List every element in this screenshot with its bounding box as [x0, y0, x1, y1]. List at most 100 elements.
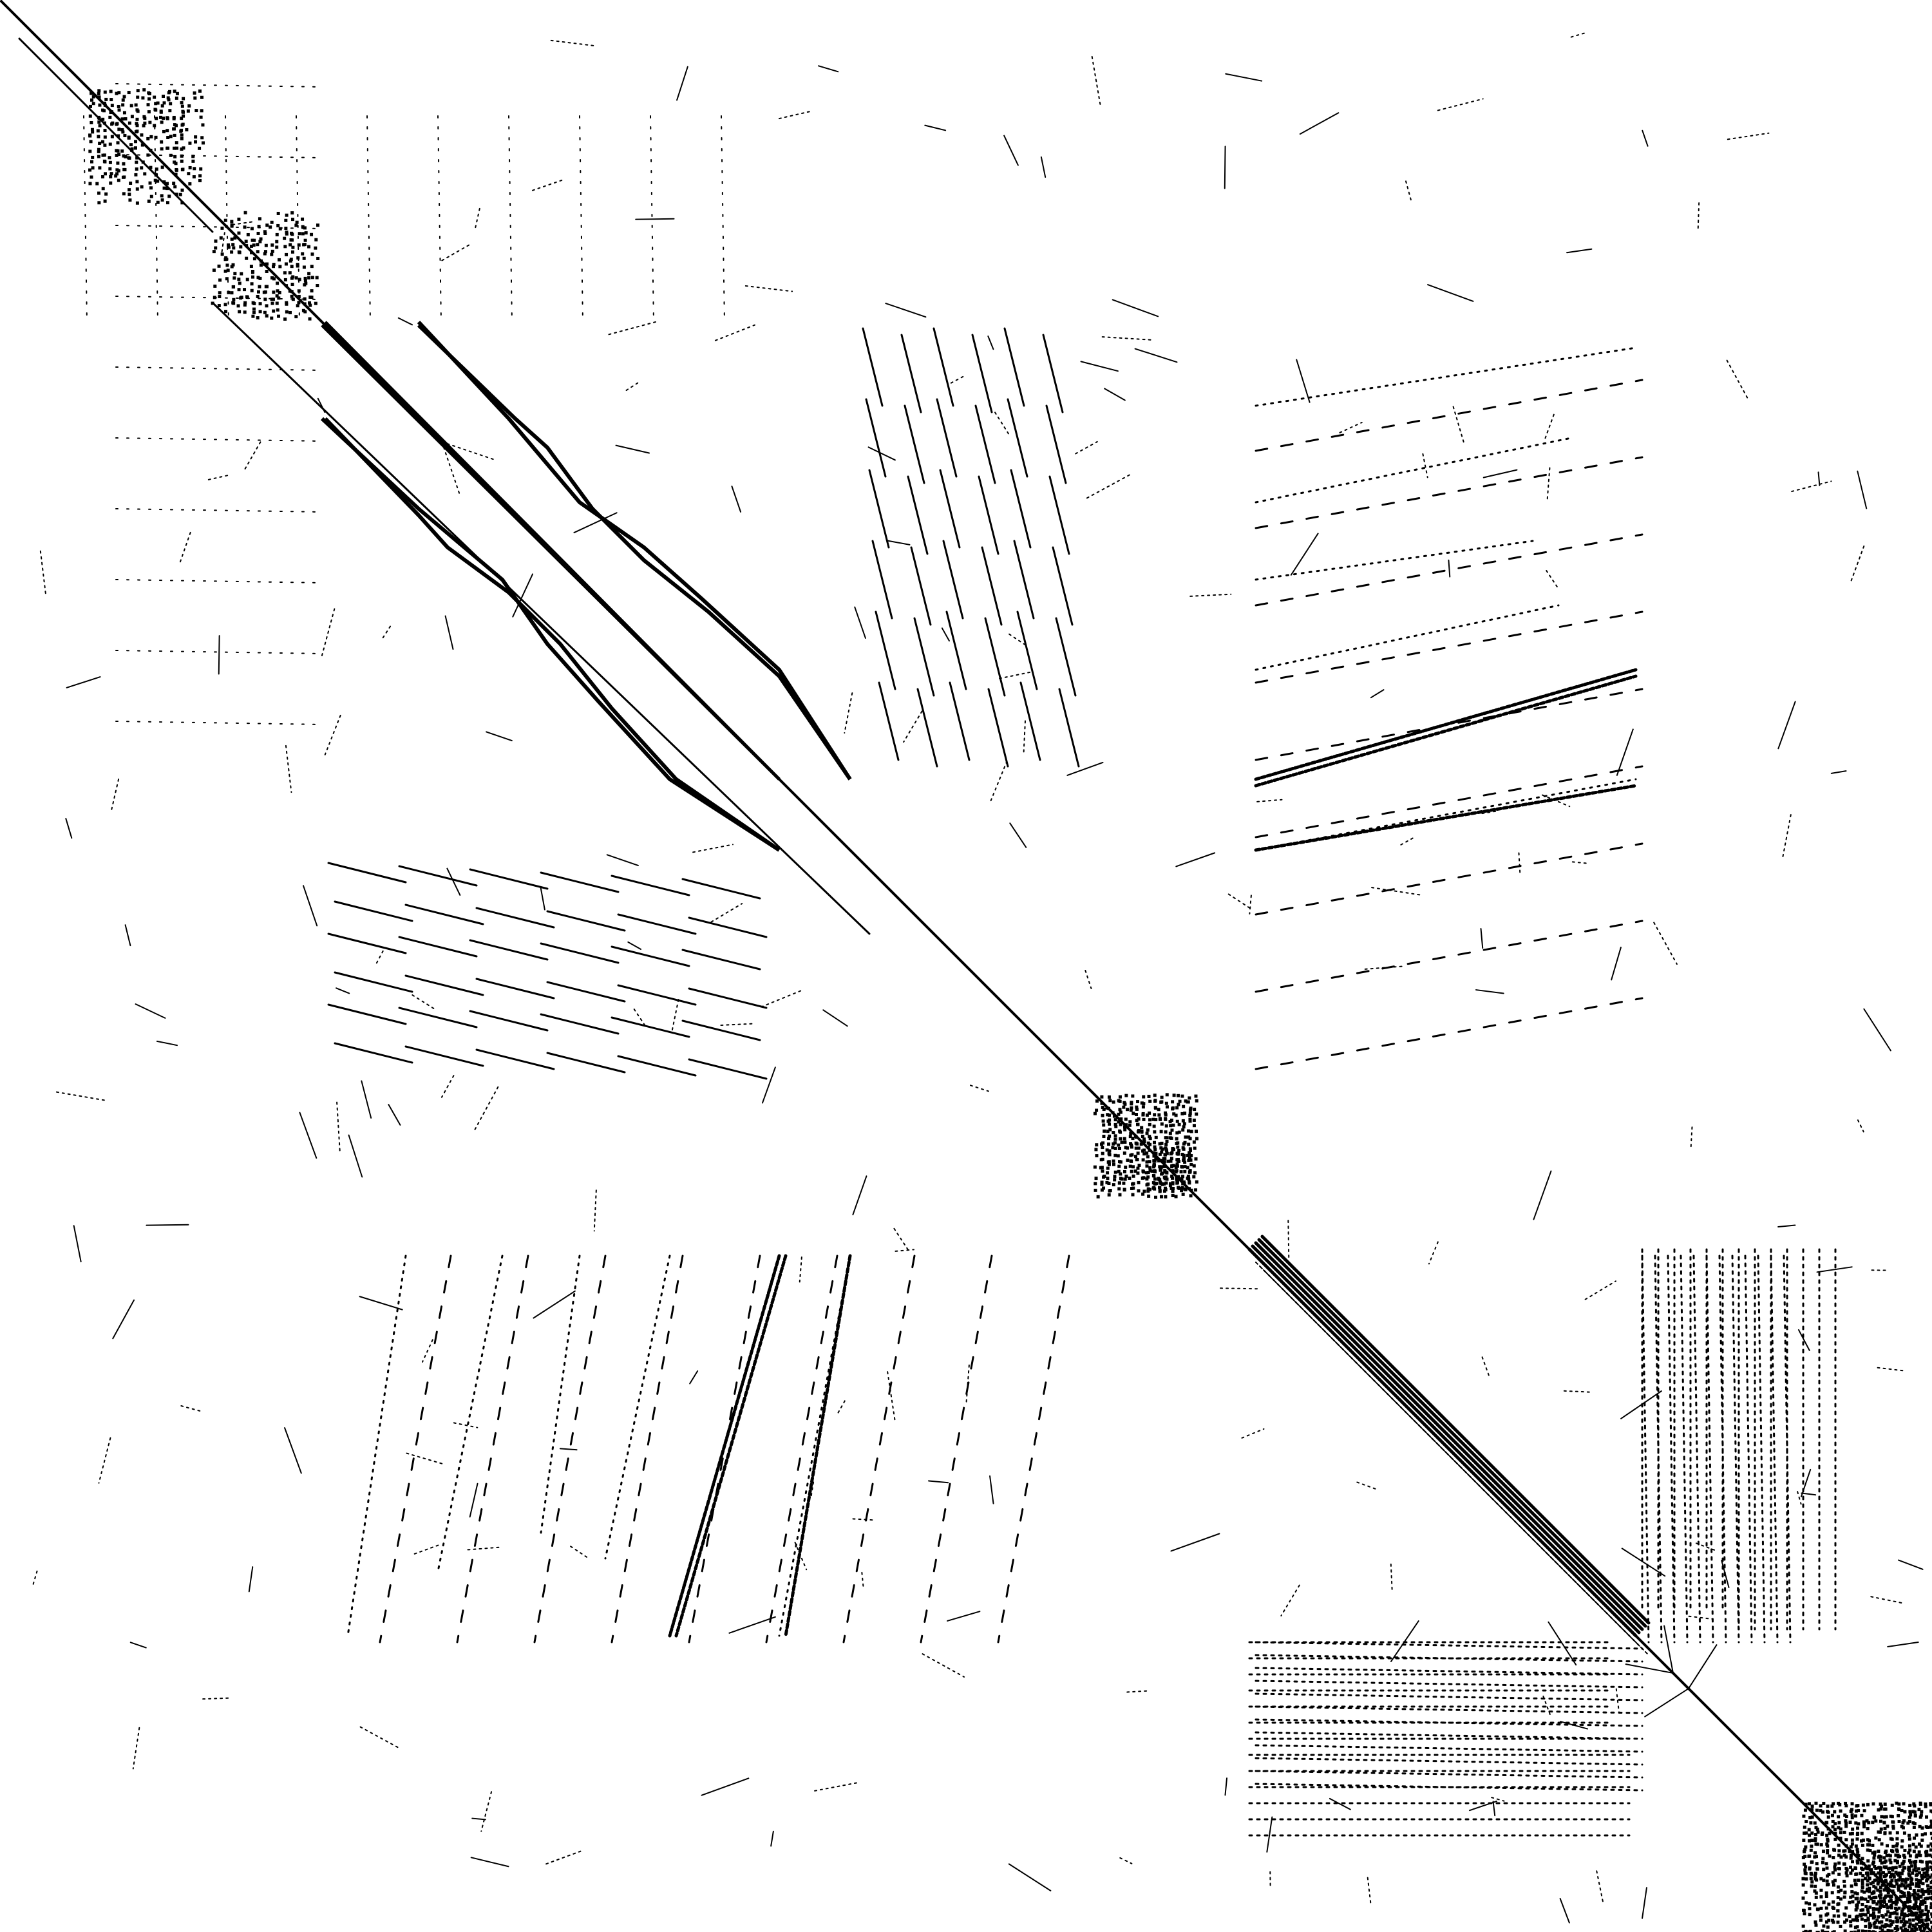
line-segment — [1019, 681, 1041, 761]
block-dot — [1861, 1902, 1864, 1906]
block-dot — [1189, 1153, 1193, 1157]
dotted-segment-mirror — [366, 115, 371, 323]
block-dot — [1826, 1849, 1830, 1853]
block-dot — [1850, 1808, 1854, 1812]
block-dot — [1876, 1888, 1880, 1892]
block-dot — [1873, 1865, 1877, 1869]
block-dot — [1194, 1094, 1198, 1098]
block-dot — [1112, 1100, 1115, 1104]
block-dot — [1913, 1822, 1917, 1826]
block-dot — [1129, 1132, 1133, 1135]
block-dot — [270, 243, 274, 247]
block-dot — [1850, 1884, 1853, 1888]
block-dot — [1182, 1104, 1186, 1108]
block-dot — [1849, 1920, 1853, 1924]
block-dot — [101, 153, 105, 157]
block-dot — [1153, 1181, 1157, 1185]
block-dot — [1926, 1913, 1929, 1917]
block-dot — [1152, 1151, 1156, 1155]
block-dot — [1111, 1111, 1115, 1115]
dotted-segment — [1254, 674, 1638, 788]
line-segment — [1863, 1008, 1891, 1052]
dotted-segment-mirror — [1437, 98, 1484, 111]
block-dot — [1918, 1881, 1922, 1885]
block-dot — [237, 217, 241, 221]
block-dot — [135, 156, 139, 160]
block-dot — [1827, 1902, 1831, 1906]
block-dot — [1913, 1903, 1917, 1907]
line-segment — [868, 469, 890, 549]
block-dot — [1181, 1119, 1185, 1122]
block-dot — [245, 244, 249, 248]
block-dot — [1907, 1893, 1911, 1897]
block-dot — [1094, 1148, 1098, 1151]
dotted-segment — [990, 761, 1008, 802]
block-dot — [180, 137, 184, 140]
block-dot — [233, 272, 237, 276]
block-dot — [289, 258, 293, 261]
block-dot — [1851, 1850, 1855, 1853]
block-dot — [1810, 1880, 1814, 1884]
block-dot — [1094, 1177, 1098, 1180]
line-segment — [1009, 822, 1027, 848]
block-dot — [1157, 1108, 1160, 1112]
block-dot — [1860, 1917, 1864, 1921]
block-dot — [1189, 1162, 1193, 1166]
block-dot — [1177, 1159, 1180, 1163]
block-dot — [1912, 1825, 1916, 1829]
block-dot — [1148, 1118, 1152, 1122]
block-dot — [1913, 1836, 1917, 1840]
block-dot — [226, 243, 230, 247]
dotted-segment-mirror — [994, 412, 1010, 437]
block-dot — [1803, 1850, 1806, 1853]
block-dot — [1920, 1924, 1924, 1927]
block-dot — [1920, 1918, 1924, 1922]
block-dot — [1849, 1856, 1853, 1860]
block-dot — [237, 278, 241, 281]
block-dot — [1176, 1180, 1180, 1184]
block-dot — [1101, 1169, 1104, 1173]
block-dot — [1879, 1906, 1882, 1909]
block-dot — [1837, 1843, 1841, 1847]
block-dot — [270, 301, 274, 305]
block-dot — [263, 252, 267, 256]
block-dot — [1886, 1910, 1890, 1914]
block-dot — [212, 250, 216, 254]
block-dot — [1906, 1914, 1909, 1918]
dotted-segment-mirror — [207, 474, 231, 480]
block-dot — [1900, 1839, 1904, 1843]
block-dot — [272, 263, 276, 267]
block-dot — [1157, 1113, 1161, 1117]
block-dot — [284, 218, 288, 222]
block-dot — [1926, 1909, 1930, 1913]
dotted-segment-mirror — [1654, 1255, 1663, 1643]
dotted-segment-mirror — [579, 115, 583, 323]
block-dot — [1132, 1186, 1135, 1190]
block-dot — [1861, 1857, 1864, 1861]
block-dot — [250, 251, 254, 254]
block-dot — [1916, 1893, 1920, 1897]
block-dot — [1871, 1871, 1875, 1875]
block-dot — [156, 200, 160, 204]
block-dot — [1897, 1802, 1901, 1806]
block-dot — [1819, 1809, 1823, 1813]
block-dot — [246, 232, 250, 236]
line-segment-mirror — [388, 1104, 401, 1126]
line-segment — [1040, 156, 1046, 178]
block-dot — [230, 237, 234, 241]
block-dot — [1842, 1912, 1846, 1916]
block-dot — [1855, 1918, 1859, 1922]
block-dot — [1093, 1112, 1097, 1115]
block-dot — [1888, 1854, 1892, 1858]
block-dot — [1113, 1153, 1117, 1157]
block-dot — [1913, 1814, 1917, 1818]
dotted-segment-mirror — [285, 744, 292, 793]
dotted-segment-mirror — [446, 443, 496, 461]
block-dot — [135, 167, 138, 171]
block-dot — [277, 314, 281, 318]
block-dot — [97, 91, 100, 95]
block-dot — [1183, 1160, 1187, 1164]
block-dot — [1160, 1165, 1164, 1169]
block-dot — [1844, 1838, 1848, 1842]
block-dot — [1130, 1159, 1133, 1163]
